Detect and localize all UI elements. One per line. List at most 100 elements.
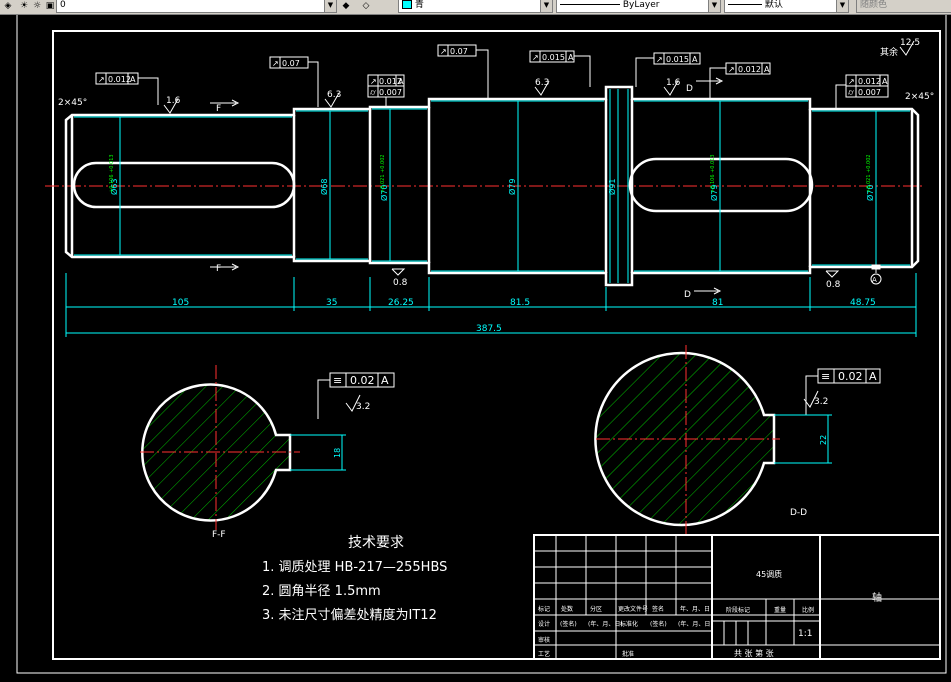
dia-63: Ø63 xyxy=(109,179,119,195)
shaft-drawing: Ø63 Ø68 Ø70 Ø79 Ø91 Ø79 Ø70 +0.106 +0.01… xyxy=(16,9,947,674)
gdt-runout-icon: ↗ xyxy=(272,59,279,68)
svg-text:D: D xyxy=(684,290,691,300)
svg-text:0.012: 0.012 xyxy=(108,75,131,84)
dia-70a: Ø70 xyxy=(379,185,389,201)
technical-requirements: 技术要求 1. 调质处理 HB-217—255HBS 2. 圆角半径 1.5mm… xyxy=(262,535,447,623)
svg-text:D: D xyxy=(686,84,693,94)
dia-68: Ø68 xyxy=(319,179,329,195)
svg-text:A: A xyxy=(381,374,389,387)
svg-text:F: F xyxy=(216,104,221,114)
tech-item-3: 3. 未注尺寸偏差处精度为IT12 xyxy=(262,607,437,623)
tol-70b: +0.021 +0.002 xyxy=(866,154,872,193)
svg-text:0.012: 0.012 xyxy=(858,77,881,86)
svg-text:A: A xyxy=(872,276,877,284)
material-label: 45调质 xyxy=(756,569,782,579)
svg-text:(年、月、日): (年、月、日) xyxy=(588,620,623,628)
chevron-down-icon[interactable]: ▼ xyxy=(708,0,720,12)
sheet-label: 共 张 第 张 xyxy=(734,648,774,658)
scale-value: 1:1 xyxy=(798,629,812,639)
svg-text:重量: 重量 xyxy=(774,606,786,614)
svg-text:0.8: 0.8 xyxy=(826,280,841,290)
svg-text:A: A xyxy=(764,65,770,74)
tech-title: 技术要求 xyxy=(348,535,404,551)
svg-text:0.07: 0.07 xyxy=(282,59,300,68)
chevron-down-icon[interactable]: ▼ xyxy=(540,0,552,12)
svg-text:设计: 设计 xyxy=(538,620,550,628)
gdt-runout-icon: ↗ xyxy=(532,53,539,62)
chevron-down-icon[interactable]: ▼ xyxy=(836,0,848,12)
svg-text:0.02: 0.02 xyxy=(838,370,863,383)
color-combo[interactable]: 青 ▼ xyxy=(398,0,553,13)
section-dd: 22 xyxy=(594,345,832,535)
gdt-runout-icon: ↗ xyxy=(370,77,377,86)
svg-text:A: A xyxy=(692,55,698,64)
annotation-labels: 2×45° 2×45° 1.6 6.3 6.3 1.6 0.8 0.8 3.2 … xyxy=(58,38,934,540)
svg-text:0.07: 0.07 xyxy=(450,47,468,56)
svg-text:批准: 批准 xyxy=(622,650,634,658)
svg-text:6.3: 6.3 xyxy=(535,78,549,88)
svg-text:年、月、日: 年、月、日 xyxy=(680,605,710,613)
shaft-thin-lines xyxy=(74,89,910,283)
outer-border xyxy=(16,9,947,674)
tol-63: +0.106 +0.013 xyxy=(109,154,115,193)
gdt-runout-icon: ↗ xyxy=(848,77,855,86)
svg-text:其余: 其余 xyxy=(880,46,898,58)
layer-sun-icon[interactable]: ☼ xyxy=(32,1,42,11)
layer-combo[interactable]: 0 ▼ xyxy=(56,0,337,13)
gdt-cylindricity-icon: ⌭ xyxy=(370,88,376,97)
svg-text:(签名): (签名) xyxy=(650,620,667,628)
gdt-runout-icon: ↗ xyxy=(656,55,663,64)
svg-text:3.2: 3.2 xyxy=(356,402,370,412)
autocad-properties-toolbar: ◈ ☀ ☼ ▣ 0 ▼ ◆ ◇ 青 ▼ ByLayer ▼ 默认 ▼ 随颜色 xyxy=(0,0,951,15)
svg-text:0.012: 0.012 xyxy=(379,77,402,86)
diameter-texts: Ø63 Ø68 Ø70 Ø79 Ø91 Ø79 Ø70 xyxy=(109,179,875,201)
len-105: 105 xyxy=(172,298,189,308)
linetype-combo[interactable]: ByLayer ▼ xyxy=(556,0,721,13)
lineweight-sample-icon xyxy=(728,4,762,5)
gdt-runout-icon: ↗ xyxy=(98,75,105,84)
svg-text:0.02: 0.02 xyxy=(350,374,375,387)
color-value: 青 xyxy=(414,0,424,10)
len-387-5: 387.5 xyxy=(476,324,502,334)
svg-text:0.007: 0.007 xyxy=(858,88,881,97)
svg-text:标记: 标记 xyxy=(538,605,550,613)
svg-text:1.6: 1.6 xyxy=(166,96,181,106)
make-current-icon[interactable]: ◆ xyxy=(342,1,350,11)
svg-text:D-D: D-D xyxy=(790,508,807,518)
diameter-dimension-lines xyxy=(119,89,877,283)
linetype-sample-icon xyxy=(560,4,620,5)
svg-text:(年、月、日): (年、月、日) xyxy=(678,620,713,628)
plotstyle-value: 随颜色 xyxy=(860,0,888,10)
layer-lightbulb-icon[interactable]: ☀ xyxy=(19,1,29,11)
section-ff: 18 xyxy=(140,365,346,530)
layer-value: 0 xyxy=(60,0,66,10)
gdt-runout-icon: ↗ xyxy=(440,47,447,56)
layer-lock-icon[interactable]: ▣ xyxy=(45,1,55,11)
length-dimension-lines xyxy=(65,273,917,337)
linetype-value: ByLayer xyxy=(622,0,660,10)
svg-text:审核: 审核 xyxy=(538,636,550,644)
svg-text:3.2: 3.2 xyxy=(814,397,828,407)
gdt-runout-icon: ↗ xyxy=(728,65,735,74)
chevron-down-icon[interactable]: ▼ xyxy=(324,0,336,12)
inner-frame xyxy=(52,30,941,660)
tech-item-1: 1. 调质处理 HB-217—255HBS xyxy=(262,560,447,575)
len-48-75: 48.75 xyxy=(850,298,876,308)
tolerance-texts: +0.106 +0.013 +0.021 +0.002 +0.106 +0.01… xyxy=(109,154,872,193)
length-texts: 105 35 26.25 81.5 81 48.75 387.5 xyxy=(172,298,876,334)
drawing-canvas[interactable]: Ø63 Ø68 Ø70 Ø79 Ø91 Ø79 Ø70 +0.106 +0.01… xyxy=(0,9,951,678)
svg-text:签名: 签名 xyxy=(652,605,664,613)
layer-manager-icon[interactable]: ◈ xyxy=(4,1,12,11)
symmetry-texts: ≡ 0.02 A ≡ 0.02 A xyxy=(333,370,877,387)
svg-text:A: A xyxy=(869,370,877,383)
color-swatch-icon xyxy=(402,0,412,9)
lineweight-combo[interactable]: 默认 ▼ xyxy=(724,0,849,13)
symmetry-icon: ≡ xyxy=(821,370,830,383)
lineweight-value: 默认 xyxy=(764,0,783,10)
svg-text:0.015: 0.015 xyxy=(666,55,689,64)
len-81-5: 81.5 xyxy=(510,298,530,308)
layer-previous-icon[interactable]: ◇ xyxy=(362,1,370,11)
svg-text:标准化: 标准化 xyxy=(620,620,638,628)
svg-text:0.8: 0.8 xyxy=(393,278,408,288)
svg-text:处数: 处数 xyxy=(561,605,573,613)
